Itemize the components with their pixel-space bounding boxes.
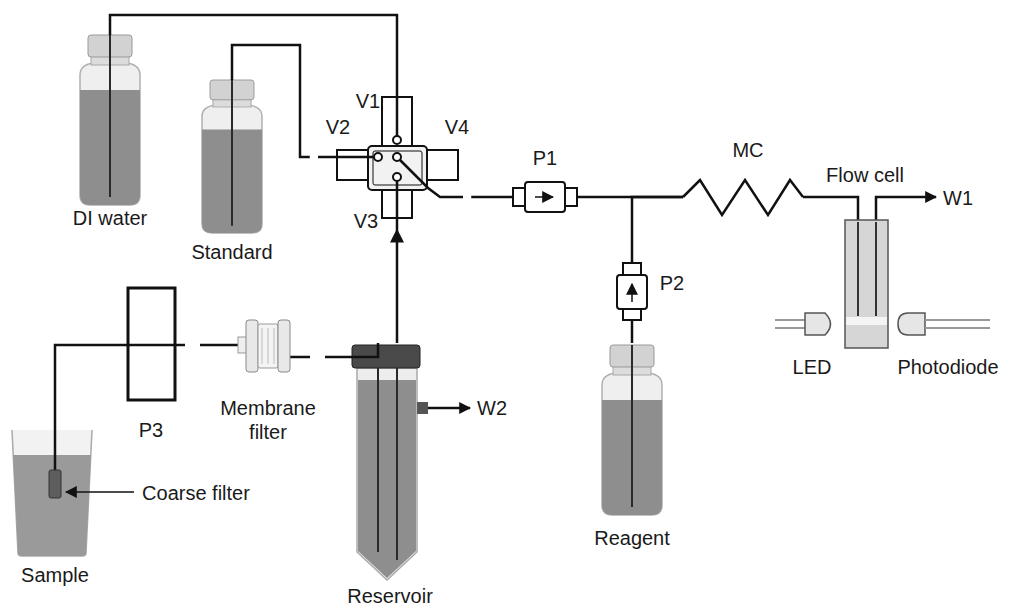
- pump: P1: [512, 145, 578, 217]
- reservoir: Reservoir: [335, 343, 445, 610]
- node-label: MC: [732, 138, 763, 162]
- led-drawing: [775, 313, 831, 335]
- bottle-drawing: [202, 80, 262, 233]
- tubing-connector: [396, 230, 399, 343]
- node-label: Membrane filter: [213, 396, 323, 444]
- node-label: Standard: [191, 240, 272, 264]
- peristaltic-pump: P3: [124, 286, 180, 446]
- node-label: V4: [445, 115, 469, 139]
- part-label: LED: [793, 355, 832, 379]
- outlet-label: W2: [477, 396, 507, 420]
- bottle: Standard: [185, 80, 280, 265]
- tubing-connector: [110, 15, 397, 85]
- flow-cell: Flow cell: [815, 160, 915, 350]
- bottle-drawing: [80, 35, 140, 205]
- tubing-connector: [325, 343, 378, 357]
- membrane-filter: Membrane filter: [185, 315, 325, 450]
- peristaltic-pump-drawing: [124, 288, 180, 400]
- tubing-connector: [803, 196, 815, 199]
- membrane-filter-drawing: [200, 320, 310, 372]
- node-label: Sample: [21, 563, 89, 587]
- node-label: P2: [660, 271, 684, 295]
- bottle: DI water: [60, 35, 160, 235]
- node-label: Flow cell: [826, 163, 904, 187]
- node-label: V3: [354, 209, 378, 233]
- tubing-connector: [232, 45, 310, 157]
- tubing-connector: [55, 345, 124, 428]
- tubing-connector: [471, 196, 512, 199]
- coil-drawing: [683, 180, 803, 215]
- tubing-connector: [631, 320, 634, 343]
- node-label: P1: [533, 146, 557, 170]
- node-label: Reagent: [594, 526, 670, 550]
- node-label: V1: [356, 89, 380, 113]
- pump-drawing: [513, 182, 577, 212]
- outlet-label: W1: [943, 186, 973, 210]
- node-label: Reservoir: [347, 584, 433, 608]
- node-label: DI water: [73, 206, 147, 230]
- pump: P2: [612, 262, 692, 320]
- part-label: Photodiode: [897, 355, 998, 379]
- flow-cell-drawing: [815, 197, 936, 348]
- bottle-drawing: [602, 345, 662, 515]
- node-label: V2: [326, 115, 350, 139]
- beaker: Sample: [5, 428, 105, 588]
- callout-label: Coarse filter: [142, 481, 250, 505]
- valve-manifold: V1V2V3 V4: [310, 85, 471, 230]
- photodiode-drawing: [898, 313, 990, 335]
- tubing-connector: [180, 344, 185, 347]
- mixing-coil: MC: [683, 138, 803, 218]
- pump-drawing: [617, 263, 647, 320]
- valve-drawing: [318, 85, 463, 230]
- reservoir-drawing: [352, 345, 470, 580]
- beaker-drawing: [12, 428, 134, 556]
- bottle: Reagent: [580, 343, 690, 551]
- tubing-connector: [632, 197, 683, 262]
- node-label: P3: [139, 418, 163, 442]
